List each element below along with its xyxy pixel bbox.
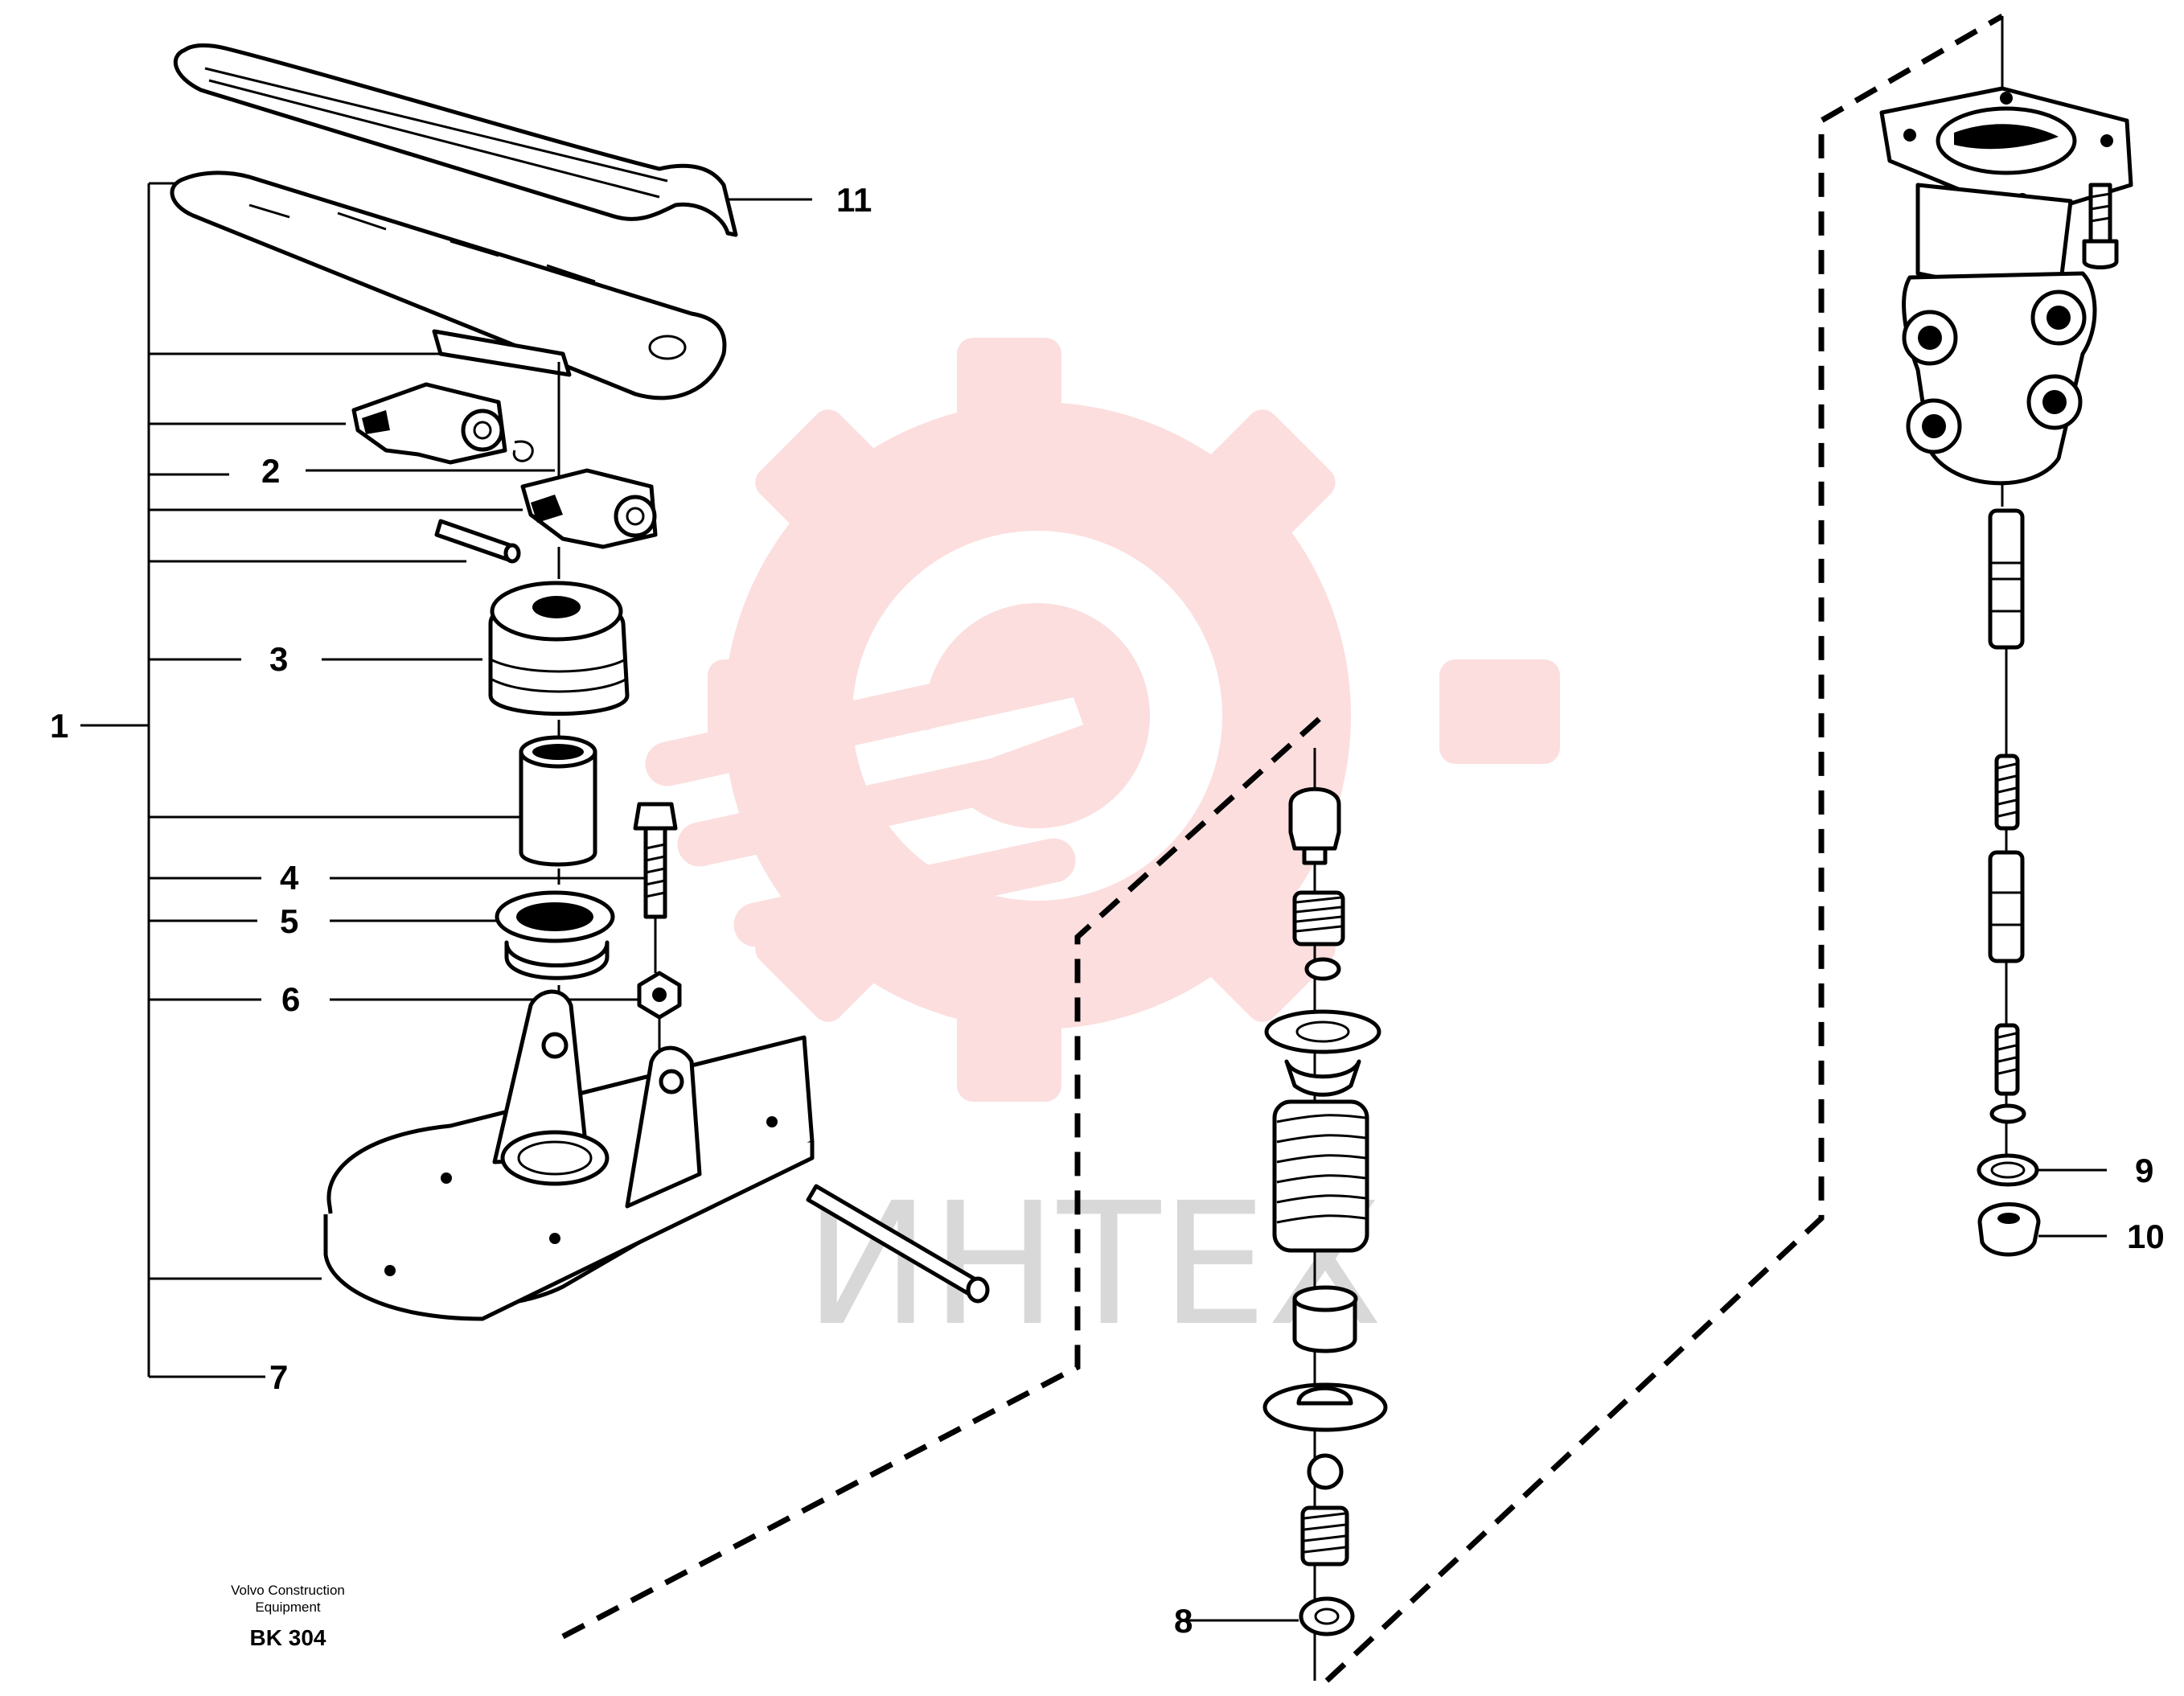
section-lines [561,13,2004,1683]
pedal-lever [170,170,727,400]
nut [637,971,682,1070]
callout-4: 4 [280,859,299,897]
callout-2: 2 [261,452,280,490]
callout-7: 7 [269,1358,288,1396]
credit-line-2: Equipment [255,1599,321,1615]
small-spring-upper [1292,890,1345,947]
pad-plate [432,329,572,478]
callout-11: 11 [836,181,872,219]
valve-stack [1262,748,1388,1681]
rubber-boot [488,581,630,736]
callout-8: 8 [1174,1602,1193,1640]
callout-3: 3 [269,640,288,678]
watermark-gear-logo [645,338,1560,1102]
assembly-bracket [80,182,659,1378]
bolt [633,802,678,973]
sleeve [519,735,597,885]
long-pin [806,1184,990,1304]
small-spring-lower [1300,1505,1349,1567]
credit-block: Volvo Construction Equipment BK 304 [231,1583,345,1650]
ring [495,890,615,1013]
pin [434,519,521,564]
callout-6: 6 [281,980,300,1018]
valve-stem-stack [1977,508,2041,1257]
clevis-bracket-upper [351,382,534,465]
callout-9: 9 [2135,1152,2153,1189]
callout-10: 10 [2127,1218,2165,1255]
clevis-bracket-lower [520,468,658,579]
valve-body [1879,16,2133,507]
base-plate [323,989,815,1321]
drawing-code: BK 304 [250,1625,326,1650]
large-spring [1272,1099,1369,1253]
callout-numbers: 1 2 3 4 5 6 7 8 9 10 11 [50,181,2165,1640]
credit-line-1: Volvo Construction [231,1583,345,1598]
callout-5: 5 [280,902,298,940]
pedal-pad [173,43,738,237]
leader-lines [728,198,2107,1622]
callout-1: 1 [50,707,68,745]
